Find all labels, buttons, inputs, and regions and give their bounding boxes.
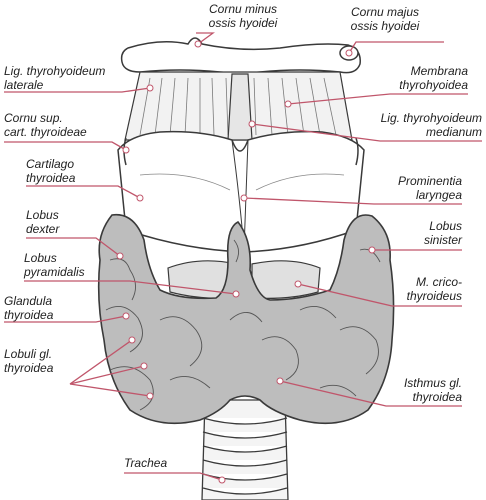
leader-lobus-sinister-dot xyxy=(368,246,376,254)
leader-lig-thyrohyoideum-laterale xyxy=(4,87,151,93)
hyoid-bone xyxy=(120,37,361,74)
leader-cornu-majus-dot xyxy=(345,49,353,57)
leader-glandula-thyroidea-dot xyxy=(122,312,130,320)
leader-lig-thyrohyoideum-medianum-dot xyxy=(248,120,256,128)
leader-lobus-pyramidalis xyxy=(24,280,237,295)
thyrohyoid-membrane xyxy=(124,71,353,141)
label-trachea: Trachea xyxy=(124,456,167,470)
leader-glandula-thyroidea xyxy=(4,315,127,323)
leader-prominentia-laryngea xyxy=(243,197,462,205)
leader-isthmus-gl-thyroidea-dot xyxy=(276,377,284,385)
label-line: Lig. thyrohyoideum xyxy=(4,64,105,78)
label-line: pyramidalis xyxy=(23,265,85,279)
label-line: thyroidea xyxy=(4,308,54,322)
leader-lobus-dexter-dot xyxy=(116,252,124,260)
label-line: Cornu minus xyxy=(209,2,277,16)
label-line: Cornu sup. xyxy=(4,111,63,125)
leader-lobuli-gl-thyroidea xyxy=(69,339,133,385)
label-line: Cartilago xyxy=(26,157,74,171)
leader-cornu-minus-dot xyxy=(194,40,202,48)
label-line: ossis hyoidei xyxy=(351,19,420,33)
leader-cornu-majus xyxy=(348,41,444,54)
label-line: thyrohyoidea xyxy=(399,78,468,92)
label-line: Cornu majus xyxy=(351,5,419,19)
label-line: thyroidea xyxy=(413,390,463,404)
label-line: M. crico- xyxy=(416,275,462,289)
label-line: dexter xyxy=(26,222,60,236)
label-cornu-sup: Cornu sup.cart. thyroideae xyxy=(4,111,87,139)
label-line: laterale xyxy=(4,78,44,92)
label-line: medianum xyxy=(426,125,482,139)
label-line: ossis hyoidei xyxy=(209,16,278,30)
label-line: Glandula xyxy=(4,294,52,308)
label-m-cricothyroideus: M. crico-thyroideus xyxy=(407,275,462,303)
label-line: Lobus xyxy=(26,208,59,222)
leader-m-cricothyroideus xyxy=(297,283,462,307)
label-line: Prominentia xyxy=(398,174,462,188)
leader-membrana-thyrohyoidea xyxy=(287,93,468,105)
leader-cornu-sup xyxy=(4,141,127,151)
label-line: Membrana xyxy=(411,64,469,78)
leader-trachea-dot xyxy=(218,476,226,484)
label-isthmus-gl-thyroidea: Isthmus gl.thyroidea xyxy=(404,376,462,404)
leader-lobuli-gl-thyroidea-1-dot xyxy=(146,392,154,400)
label-line: Lobus xyxy=(429,219,462,233)
leader-isthmus-gl-thyroidea xyxy=(279,380,462,407)
leader-membrana-thyrohyoidea-dot xyxy=(284,100,292,108)
label-lobuli-gl-thyroidea: Lobuli gl.thyroidea xyxy=(4,347,54,375)
label-line: sinister xyxy=(424,233,463,247)
leader-cornu-minus xyxy=(196,32,215,45)
label-line: Lig. thyrohyoideum xyxy=(381,111,482,125)
label-line: thyroideus xyxy=(407,289,462,303)
label-line: cart. thyroideae xyxy=(4,125,87,139)
label-line: laryngea xyxy=(416,188,462,202)
leader-cornu-sup-dot xyxy=(122,146,130,154)
leader-trachea xyxy=(124,472,223,481)
leader-cartilago-thyroidea-dot xyxy=(136,194,144,202)
leader-lobuli-gl-thyroidea-1 xyxy=(69,383,151,397)
label-line: thyroidea xyxy=(26,171,76,185)
thyroid-gland xyxy=(97,213,395,425)
label-line: thyroidea xyxy=(4,361,54,375)
leader-lobuli-gl-thyroidea-0-dot xyxy=(140,362,148,370)
leader-cartilago-thyroidea xyxy=(26,185,141,199)
leader-lig-thyrohyoideum-laterale-dot xyxy=(146,84,154,92)
leader-lobuli-gl-thyroidea-dot xyxy=(128,336,136,344)
leader-lig-thyrohyoideum-medianum xyxy=(251,123,482,142)
leader-lobus-dexter xyxy=(26,237,121,257)
leader-lines xyxy=(4,32,482,484)
leader-prominentia-laryngea-dot xyxy=(240,194,248,202)
leader-lobuli-gl-thyroidea-0 xyxy=(69,365,145,385)
trachea-rings xyxy=(201,399,289,500)
label-line: Lobuli gl. xyxy=(4,347,52,361)
label-line: Lobus xyxy=(24,251,57,265)
leader-m-cricothyroideus-dot xyxy=(294,280,302,288)
label-line: Isthmus gl. xyxy=(404,376,462,390)
label-line: Trachea xyxy=(124,456,167,470)
leader-lobus-pyramidalis-dot xyxy=(232,290,240,298)
